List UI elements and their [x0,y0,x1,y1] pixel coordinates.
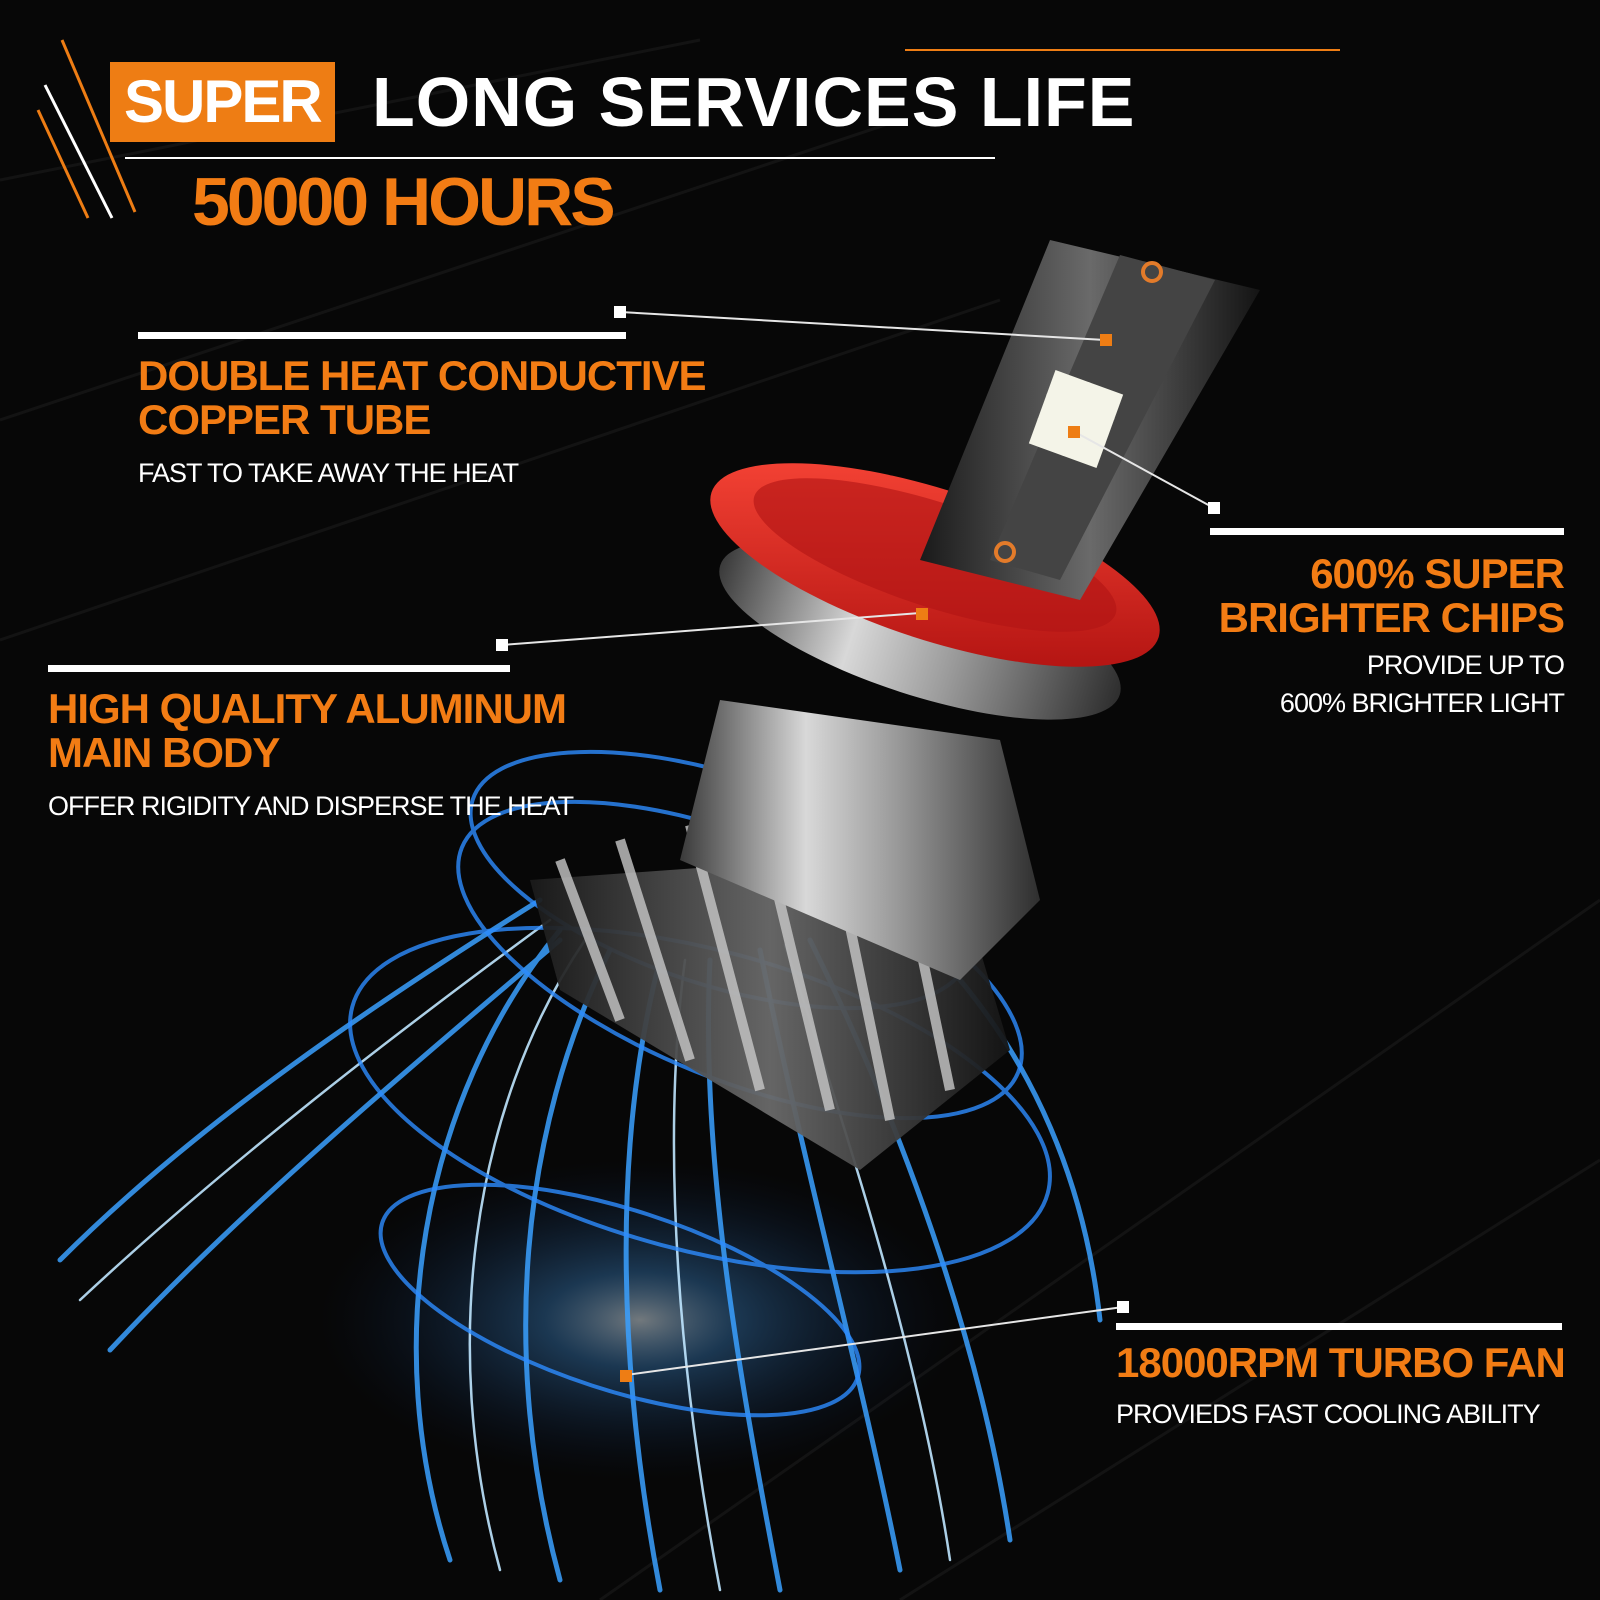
super-badge: SUPER [110,62,335,142]
feature-title: BRIGHTER CHIPS [1218,594,1565,641]
page-title: LONG SERVICES LIFE [372,63,1136,141]
feature-copper-tube: DOUBLE HEAT CONDUCTIVE COPPER TUBE FAST … [138,332,707,492]
callout-leader-lines [501,311,1213,1376]
bulb-body [530,240,1260,1170]
feature-brighter-chips: 600% SUPER BRIGHTER CHIPS PROVIDE UP TO … [1210,528,1565,722]
divider [1116,1323,1562,1330]
feature-title: 18000RPM TURBO FAN [1116,1339,1566,1386]
background-streaks [0,38,1600,1600]
divider [138,332,626,339]
feature-title: COPPER TUBE [138,396,431,443]
hours-subtitle: 50000 HOURS [192,164,616,240]
feature-title: DOUBLE HEAT CONDUCTIVE [138,352,707,399]
callout-markers [496,306,1220,1382]
feature-desc: PROVIEDS FAST COOLING ABILITY [1116,1399,1541,1429]
feature-title: MAIN BODY [48,729,280,776]
feature-desc: 600% BRIGHTER LIGHT [1279,688,1565,718]
headline: SUPER LONG SERVICES LIFE [110,62,1310,142]
feature-desc: PROVIDE UP TO [1366,650,1565,680]
feature-title: HIGH QUALITY ALUMINUM [48,685,567,732]
feature-desc: FAST TO TAKE AWAY THE HEAT [138,458,519,488]
divider [1210,528,1564,535]
feature-title: 600% SUPER [1310,550,1565,597]
feature-aluminum-body: HIGH QUALITY ALUMINUM MAIN BODY OFFER RI… [48,665,574,825]
corner-accent-lines [36,39,1340,219]
feature-turbo-fan: 18000RPM TURBO FAN PROVIEDS FAST COOLING… [1116,1323,1566,1433]
divider [48,665,510,672]
feature-desc: OFFER RIGIDITY AND DISPERSE THE HEAT [48,791,574,821]
